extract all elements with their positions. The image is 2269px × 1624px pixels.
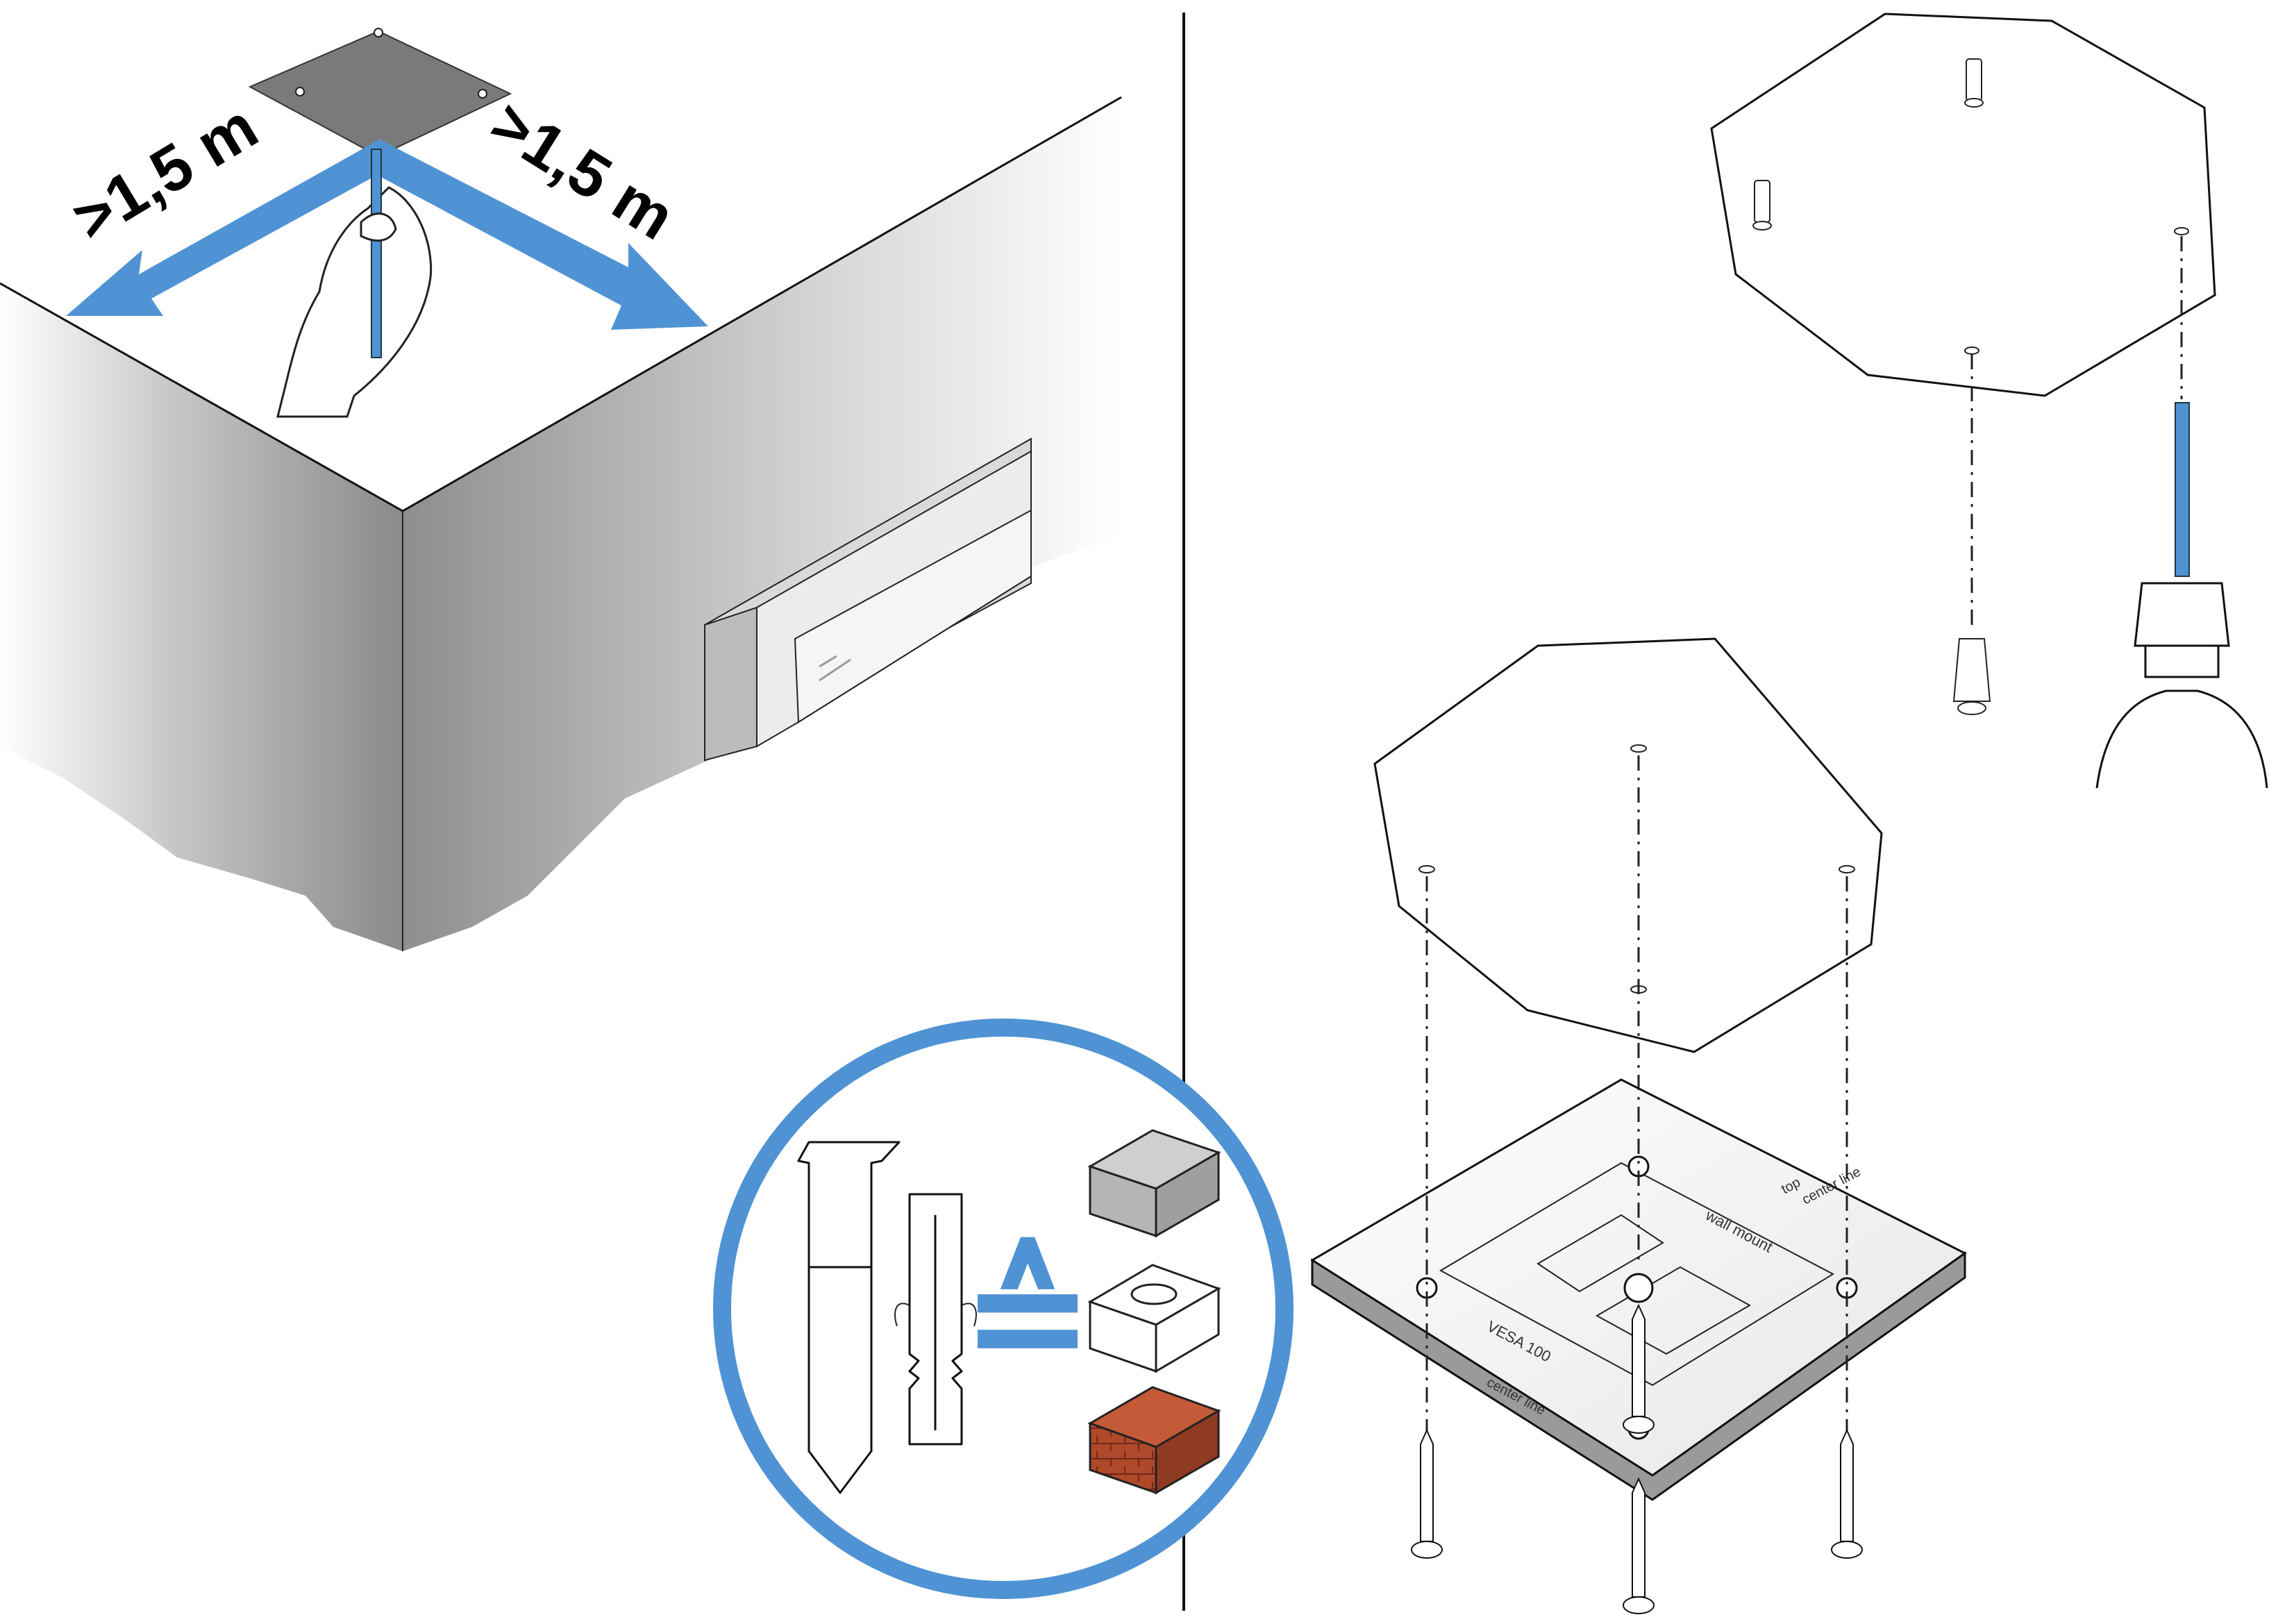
screw-icon	[1411, 1428, 1443, 1559]
distance-arrow-left	[66, 139, 392, 316]
screw-icon	[1623, 1477, 1655, 1614]
pencil-icon	[371, 149, 382, 358]
equivalence-symbol: ≙	[961, 1227, 1095, 1405]
ceiling-drilling-illustration	[1710, 12, 2268, 789]
drill-hole	[1839, 865, 1855, 873]
wall-plug-icon	[1964, 58, 1984, 108]
plate-hole	[295, 87, 305, 97]
drill-hole	[1964, 346, 1979, 355]
distance-arrow-right	[368, 139, 708, 330]
ceiling-plate-outline	[248, 30, 512, 158]
drill-hole	[2174, 227, 2189, 235]
drill-hole	[1418, 865, 1435, 873]
wall-plug-icon	[1752, 180, 1772, 231]
left-wall	[0, 283, 403, 951]
screw-icon	[1831, 1428, 1863, 1559]
plate-hole	[478, 89, 487, 99]
ceiling-octagon-top	[1710, 12, 2216, 397]
drill-hole	[1630, 744, 1647, 753]
room-corner-illustration: >1,5 m >1,5 m	[0, 28, 1122, 951]
brick-icon	[1087, 1386, 1221, 1495]
concrete-block-icon	[1087, 1129, 1221, 1238]
wall-plug-icon	[894, 1193, 977, 1446]
plate-hole	[374, 28, 383, 37]
hand-marking-icon	[276, 149, 433, 418]
screw-icon	[797, 1141, 901, 1494]
wall-material-circle: ≙	[713, 1019, 1293, 1599]
screw-icon	[1623, 1303, 1655, 1434]
wall-plug-icon	[1952, 638, 1991, 715]
hollow-block-icon	[1087, 1264, 1221, 1373]
window	[704, 437, 1032, 762]
drill-icon	[2095, 402, 2268, 789]
ceiling-octagon-bottom	[1373, 637, 1883, 1053]
mount-plate-illustration: top center line wall mount VESA 100 cent…	[1310, 637, 1967, 1614]
right-wall	[403, 97, 1121, 951]
